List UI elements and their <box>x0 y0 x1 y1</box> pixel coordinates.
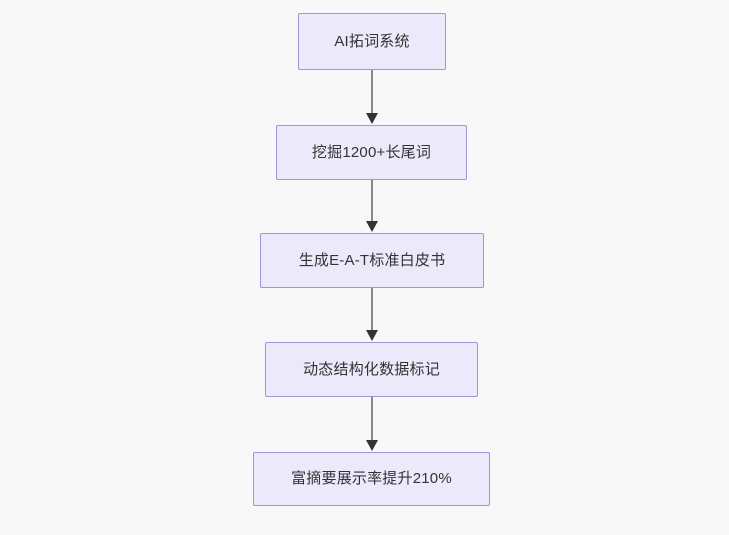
edge-n4-n5 <box>360 397 384 452</box>
flowchart-node-dynamic-structured-data-markup[interactable]: 动态结构化数据标记 <box>265 342 478 397</box>
edge-n3-n4 <box>360 288 384 342</box>
node-label: AI拓词系统 <box>334 32 410 50</box>
flowchart-node-ai-keyword-system[interactable]: AI拓词系统 <box>298 13 446 70</box>
flowchart-node-rich-snippet-impression-lift[interactable]: 富摘要展示率提升210% <box>253 452 490 506</box>
edge-n2-n3 <box>360 180 384 233</box>
node-label: 挖掘1200+长尾词 <box>311 143 432 161</box>
node-label: 动态结构化数据标记 <box>303 360 440 378</box>
edge-n1-n2 <box>360 70 384 125</box>
flowchart-node-generate-eat-whitepaper[interactable]: 生成E-A-T标准白皮书 <box>260 233 484 288</box>
node-label: 富摘要展示率提升210% <box>291 470 452 487</box>
node-label: 生成E-A-T标准白皮书 <box>298 251 446 269</box>
flowchart-node-mine-longtail-keywords[interactable]: 挖掘1200+长尾词 <box>276 125 467 180</box>
